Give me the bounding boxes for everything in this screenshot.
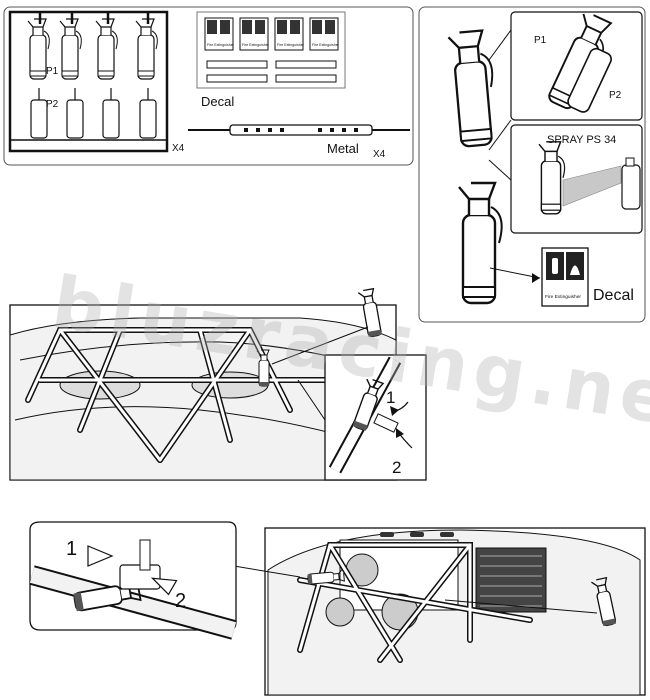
decal-sheet: Fire Extinguisher Fire Extinguisher Fire… [196, 11, 346, 89]
metal-quantity: X4 [373, 149, 386, 160]
spray-paint-label: SPRAY PS 34 [547, 134, 616, 146]
install-arrow [444, 599, 598, 614]
exploded-parts [543, 10, 617, 114]
spray-mist [562, 165, 622, 207]
detail-decal-label: Decal [593, 287, 634, 304]
upper-step-2: 2 [392, 458, 401, 477]
callout-line [488, 159, 512, 181]
upper-inset [324, 354, 427, 481]
install-arrow [271, 326, 369, 365]
callout-line [488, 119, 512, 151]
sprue-quantity: X4 [172, 143, 185, 154]
decal-sign-text-4: Fire Extinguisher [312, 43, 340, 47]
decal-arrow-head [532, 273, 540, 283]
callout-line [227, 564, 301, 578]
callout-line [297, 379, 326, 421]
decal-arrow [489, 267, 541, 279]
callout-line [488, 29, 512, 61]
sign-text: Fire Extinguisher [545, 294, 581, 300]
decal-sign-text-1: Fire Extinguisher [207, 43, 235, 47]
metal-bracket-strip [188, 124, 410, 136]
fire-extinguisher-sign-icon [541, 247, 589, 307]
detail-label-p2: P2 [609, 90, 622, 101]
lower-step-2: 2 [175, 590, 186, 612]
lower-inset [29, 521, 237, 640]
sprue-frame [8, 10, 169, 153]
detail-label-p1: P1 [534, 35, 547, 46]
decal-sign-text-2: Fire Extinguisher [242, 43, 270, 47]
decal-sign-text-3: Fire Extinguisher [277, 43, 305, 47]
sprue-label-p1: P1 [46, 66, 59, 77]
decal-label: Decal [201, 94, 234, 109]
sprue-label-p2: P2 [46, 99, 59, 110]
upper-step-1: 1 [386, 388, 395, 407]
lower-step-1: 1 [66, 538, 77, 560]
spray-can-icon [621, 157, 641, 210]
car-top-view [264, 527, 646, 696]
sprue-p2-parts [30, 88, 157, 139]
metal-label: Metal [327, 141, 359, 156]
